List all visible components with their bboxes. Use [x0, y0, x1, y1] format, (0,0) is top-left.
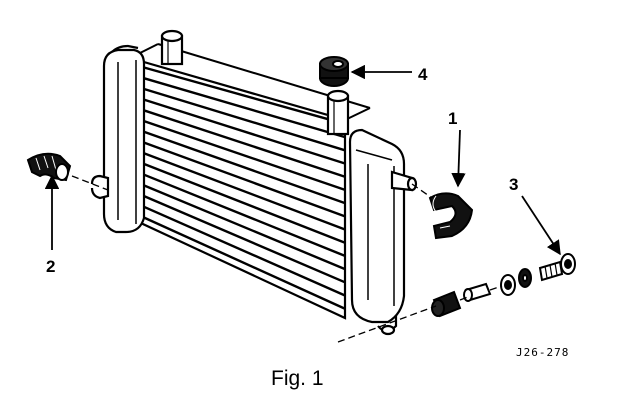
callout-1: 1 [448, 109, 457, 128]
reference-code: J26-278 [516, 346, 570, 359]
right-end-tank [348, 128, 406, 336]
radiator-fin [139, 129, 346, 205]
radiator-fin [139, 161, 346, 244]
hose-left [26, 152, 72, 182]
right-upper-pipe [326, 89, 350, 136]
radiator-fin [139, 86, 346, 152]
radiator-fin [139, 214, 346, 310]
radiator-fin [139, 107, 346, 178]
radiator-fin [139, 97, 346, 165]
radiator-fin [139, 193, 346, 284]
radiator-fin [139, 203, 346, 297]
callout-4: 4 [418, 65, 428, 84]
radiator-core [128, 43, 371, 320]
rubber-mount [319, 56, 349, 87]
callouts: 1 2 3 4 [46, 65, 518, 276]
left-end-tank [90, 44, 146, 234]
radiator-fin [139, 171, 346, 258]
right-side-nipple [390, 170, 418, 192]
radiator-fin [139, 182, 346, 271]
radiator-fin [139, 139, 346, 218]
radiator-fin [139, 65, 346, 126]
hose-right [428, 192, 474, 240]
upper-left-pipe [160, 29, 184, 66]
leader-lines [44, 64, 561, 256]
fastener-stack [431, 253, 576, 318]
callout-3: 3 [509, 175, 518, 194]
radiator-fin [139, 150, 346, 231]
alignment-lines [71, 175, 503, 343]
figure-caption: Fig. 1 [271, 367, 324, 390]
callout-2: 2 [46, 257, 55, 276]
radiator-fin [139, 75, 346, 139]
radiator-fin [139, 118, 346, 192]
